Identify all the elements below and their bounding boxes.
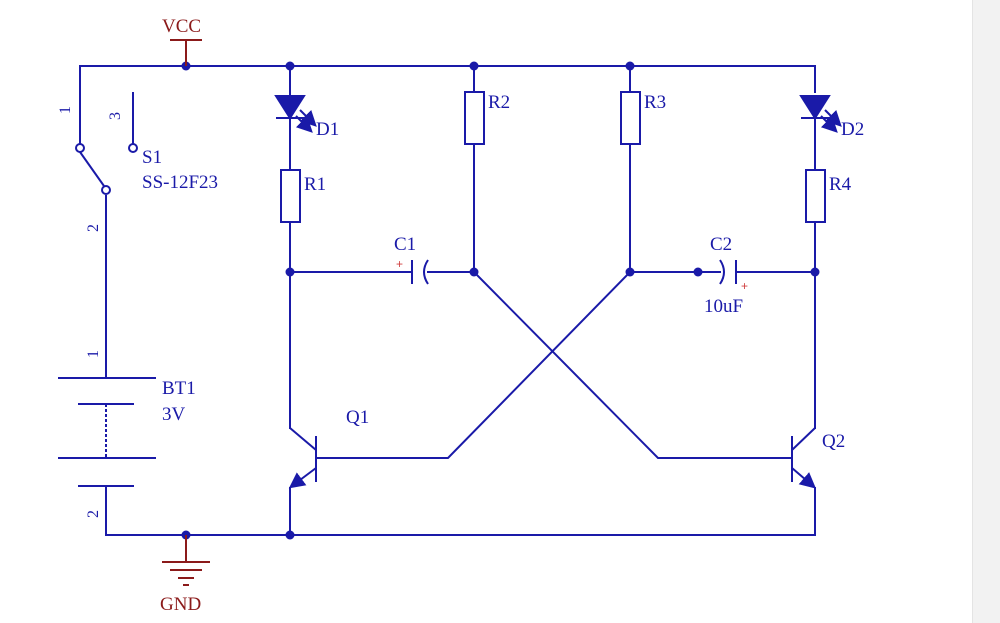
capacitor-c2: + C2 10uF — [704, 234, 748, 317]
c2-label: C2 — [710, 234, 732, 255]
d1-label: D1 — [316, 119, 339, 140]
r2-label: R2 — [488, 92, 510, 113]
r4-label: R4 — [829, 174, 852, 195]
r1-label: R1 — [304, 174, 326, 195]
switch-part: SS-12F23 — [142, 172, 218, 193]
gnd-label: GND — [160, 594, 201, 615]
r3-label: R3 — [644, 92, 666, 113]
switch-s1: 1 3 2 S1 SS-12F23 — [57, 92, 218, 232]
switch-pin-2: 2 — [85, 224, 102, 232]
junction-dots — [181, 61, 820, 540]
capacitor-c1: + C1 — [394, 234, 429, 285]
vcc-symbol: VCC — [162, 16, 202, 66]
c1-label: C1 — [394, 234, 416, 255]
resistor-r4: R4 — [805, 169, 852, 223]
switch-pin-1: 1 — [57, 106, 74, 114]
c1-polarity: + — [396, 257, 403, 271]
transistor-q2: Q2 — [791, 427, 845, 489]
battery-ref: BT1 — [162, 378, 196, 399]
vcc-label: VCC — [162, 16, 201, 37]
gnd-symbol: GND — [160, 535, 210, 615]
battery-pin-2: 2 — [85, 510, 102, 518]
led-d1: D1 — [274, 95, 339, 140]
c2-value: 10uF — [704, 296, 743, 317]
transistor-q1: Q1 — [288, 407, 369, 489]
resistor-r2: R2 — [464, 91, 510, 145]
switch-pin-3: 3 — [107, 112, 124, 120]
switch-ref: S1 — [142, 147, 162, 168]
battery-pin-1: 1 — [85, 350, 102, 358]
resistor-r1: R1 — [280, 169, 326, 223]
resistor-r3: R3 — [620, 91, 666, 145]
battery-bt1: 1 2 BT1 3V — [58, 350, 196, 518]
scrollbar-track[interactable] — [972, 0, 1000, 623]
q2-label: Q2 — [822, 431, 845, 452]
battery-value: 3V — [162, 404, 186, 425]
wires — [79, 65, 816, 536]
c2-polarity: + — [741, 279, 748, 293]
led-d2: D2 — [799, 95, 864, 140]
q1-label: Q1 — [346, 407, 369, 428]
d2-label: D2 — [841, 119, 864, 140]
